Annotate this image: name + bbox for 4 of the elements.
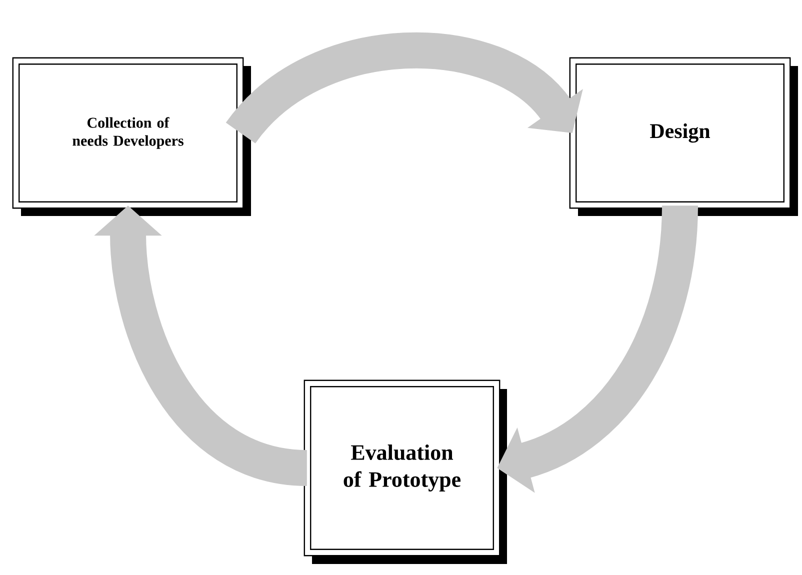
process-box: Collection of needs Developers [12, 57, 251, 216]
process-box: Evaluation of Prototype [304, 380, 507, 564]
process-box: Design [569, 57, 798, 216]
arrow [226, 32, 583, 145]
